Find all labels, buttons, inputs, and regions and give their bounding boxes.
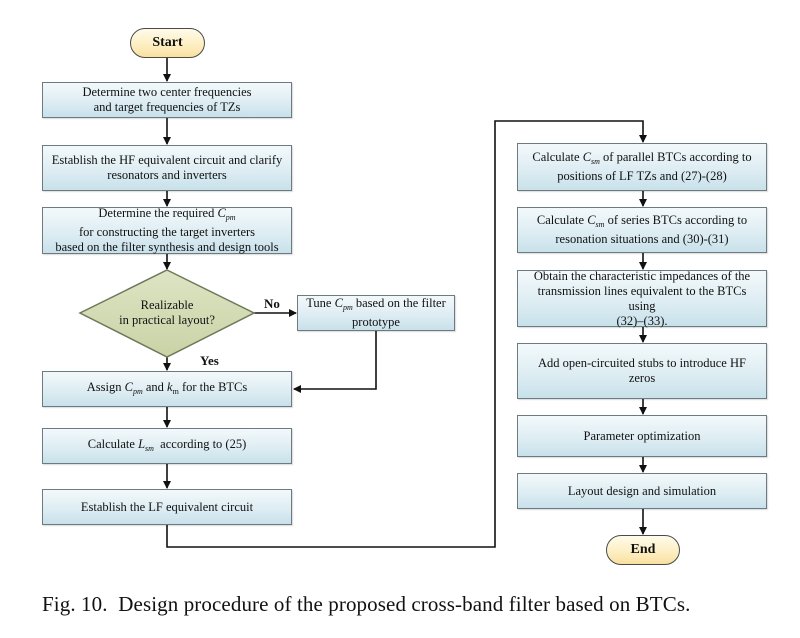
step-text-line: transmission lines equivalent to the BTC… [537, 283, 747, 313]
subscript: pm [342, 303, 353, 312]
text-fragment: Determine the required [98, 206, 218, 220]
variable: C [334, 296, 343, 310]
text-fragment: based on the filter [352, 296, 446, 310]
subscript: m [172, 386, 179, 396]
step-text-line: Calculate Lsm according to (25) [88, 437, 247, 456]
step-text-line: Calculate Csm of parallel BTCs according… [532, 150, 751, 169]
step-text-line: Assign Cpm and km for the BTCs [87, 380, 248, 399]
start-label: Start [152, 35, 183, 50]
text-fragment: according to (25) [153, 436, 247, 451]
step-text-line: Calculate Csm of series BTCs according t… [537, 213, 747, 232]
step-text-line: prototype [352, 315, 400, 329]
variable: C [124, 379, 133, 394]
step-text-line: Obtain the characteristic impedances of … [533, 268, 751, 283]
step-text-line: and target frequencies of TZs [93, 100, 241, 114]
step-text-line: resonation situations and (30)-(31) [555, 232, 729, 246]
text-fragment: and [142, 379, 168, 394]
text-fragment: Calculate [536, 213, 588, 227]
step-text-line: Tune Cpm based on the filter [306, 296, 446, 315]
step-text-line: based on the filter synthesis and design… [55, 240, 279, 254]
decision-line: Realizable [140, 298, 194, 312]
text-fragment: of series BTCs according to [604, 213, 748, 227]
step-establish-hf-circuit: Establish the HF equivalent circuit and … [42, 145, 292, 191]
decision-text: Realizable in practical layout? [92, 298, 242, 328]
step-establish-lf-circuit: Establish the LF equivalent circuit [42, 489, 292, 525]
step-text-line: Establish the LF equivalent circuit [80, 499, 254, 514]
text-fragment: Calculate [532, 150, 583, 164]
arrow-lf-to-right-column [166, 120, 647, 548]
step-characteristic-impedances: Obtain the characteristic impedances of … [517, 268, 767, 328]
subscript: sm [145, 443, 154, 453]
variable: C [582, 150, 592, 164]
subscript: pm [225, 213, 236, 222]
variable: C [217, 206, 226, 220]
variable: L [138, 436, 146, 451]
subscript: sm [595, 220, 605, 229]
subscript: sm [591, 157, 600, 166]
start-terminal: Start [130, 28, 205, 58]
step-calc-csm-series: Calculate Csm of series BTCs according t… [517, 207, 767, 253]
step-text-line: positions of LF TZs and (27)-(28) [557, 169, 727, 183]
step-text-line: Add open-circuited stubs to introduce HF… [538, 356, 746, 385]
step-assign-cpm-km: Assign Cpm and km for the BTCs [42, 371, 292, 407]
step-text-line: resonators and inverters [107, 168, 227, 182]
step-text-line: for constructing the target inverters [78, 225, 256, 239]
step-determine-frequencies: Determine two center frequencies and tar… [42, 82, 292, 118]
step-text-line: Establish the HF equivalent circuit and … [51, 153, 283, 167]
yes-label: Yes [200, 353, 219, 368]
end-label: End [630, 542, 656, 557]
step-text-line: (32)–(33). [616, 313, 668, 328]
step-layout-design: Layout design and simulation [517, 473, 767, 509]
step-calculate-lsm: Calculate Lsm according to (25) [42, 428, 292, 464]
step-text-line: Determine two center frequencies [82, 85, 252, 99]
step-determine-cpm: Determine the required Cpm for construct… [42, 206, 292, 254]
step-text-line: Parameter optimization [583, 428, 701, 443]
end-terminal: End [606, 535, 680, 565]
step-text-line: Determine the required Cpm [55, 206, 278, 225]
text-fragment: Assign [86, 379, 125, 394]
decision-line: in practical layout? [119, 313, 215, 327]
text-fragment: Calculate [87, 436, 139, 451]
arrow-tune-to-assign [293, 331, 377, 393]
step-add-stubs: Add open-circuited stubs to introduce HF… [517, 343, 767, 399]
decision-diamond [78, 269, 256, 358]
text-fragment: Tune [306, 296, 335, 310]
text-fragment: for the BTCs [178, 379, 248, 394]
text-fragment: of parallel BTCs according to [599, 150, 752, 164]
variable: C [587, 213, 596, 227]
subscript: pm [132, 386, 143, 396]
step-parameter-optimization: Parameter optimization [517, 415, 767, 457]
step-calc-csm-parallel: Calculate Csm of parallel BTCs according… [517, 143, 767, 191]
variable: k [167, 379, 173, 394]
step-tune-cpm: Tune Cpm based on the filter prototype [297, 295, 455, 331]
no-label: No [264, 296, 280, 311]
step-text-line: Layout design and simulation [567, 483, 717, 498]
figure-caption: Fig. 10. Design procedure of the propose… [42, 592, 691, 616]
